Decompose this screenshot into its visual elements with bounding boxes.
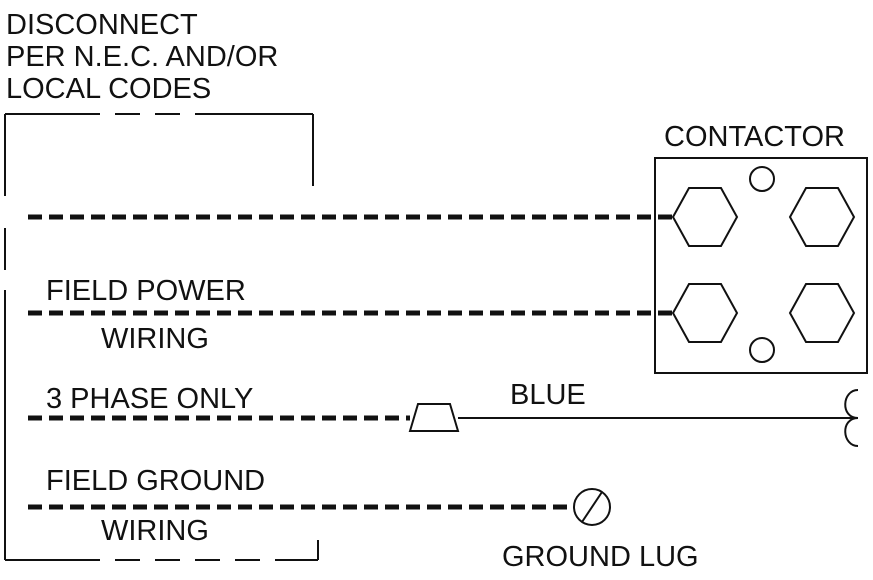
- disconnect-label-line3: LOCAL CODES: [6, 73, 211, 105]
- disconnect-enclosure: [4, 113, 319, 561]
- contactor-terminal-l2: [671, 283, 739, 343]
- field-power-wiring-label: WIRING: [101, 323, 209, 355]
- field-ground-label: FIELD GROUND: [46, 465, 265, 497]
- ground-lug-icon: [573, 488, 611, 526]
- field-power-label: FIELD POWER: [46, 275, 246, 307]
- contactor-terminal-l1: [671, 187, 739, 247]
- ground-lug-label: GROUND LUG: [502, 541, 699, 573]
- contactor: [654, 157, 868, 374]
- contactor-terminal-t1: [788, 187, 856, 247]
- contactor-terminal-t2: [788, 283, 856, 343]
- disconnect-label-line2: PER N.E.C. AND/OR: [6, 41, 278, 73]
- disconnect-label-line1: DISCONNECT: [6, 9, 198, 41]
- contactor-box: [654, 157, 868, 374]
- field-ground-wiring-label: WIRING: [101, 515, 209, 547]
- blue-wire-end-icon: [844, 389, 859, 447]
- three-phase-label: 3 PHASE ONLY: [46, 383, 253, 415]
- contactor-mount-hole-bottom: [749, 337, 775, 363]
- contactor-mount-hole-top: [749, 166, 775, 192]
- wire-connector: [408, 403, 460, 432]
- contactor-label: CONTACTOR: [664, 121, 845, 153]
- blue-wire-label: BLUE: [510, 379, 586, 411]
